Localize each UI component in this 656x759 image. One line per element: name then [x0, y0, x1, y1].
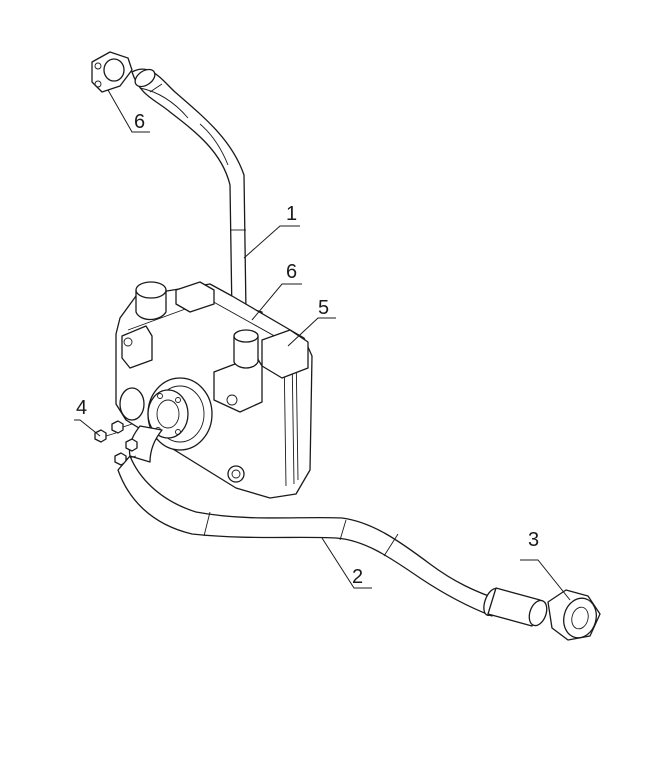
end-cap: [547, 589, 601, 641]
callout-2: 2: [352, 566, 363, 588]
callout-4: 4: [76, 397, 87, 419]
leader-lines: [74, 89, 571, 601]
callout-6-middle: 6: [286, 261, 297, 283]
lower-exhaust-pipe: [117, 455, 548, 627]
callout-6-top: 6: [134, 111, 145, 133]
muffler-body: [115, 281, 313, 499]
callout-3: 3: [528, 529, 539, 551]
callout-5: 5: [318, 297, 329, 319]
upper-exhaust-pipe: [131, 68, 247, 317]
outlet-flange-elbow: [119, 387, 189, 463]
callout-1: 1: [286, 203, 297, 225]
clamp-bracket-top: [91, 51, 133, 93]
